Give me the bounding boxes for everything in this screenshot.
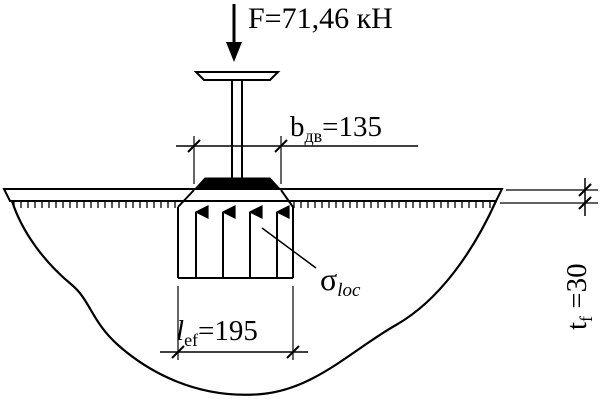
support-body-outline xyxy=(10,200,498,396)
stress-arrows xyxy=(194,205,290,278)
force-label: F=71,46 кН xyxy=(248,2,393,35)
beam-top-flange xyxy=(193,71,281,81)
beam-web xyxy=(231,80,243,178)
stress-leader xyxy=(261,227,317,269)
beam-width-dimension xyxy=(176,136,418,184)
bearing-zone xyxy=(177,189,294,279)
flange-thickness-dimension xyxy=(500,178,598,216)
supporting-flange xyxy=(2,188,504,202)
effective-length-dimension xyxy=(160,286,308,360)
surface-hatching xyxy=(13,201,491,208)
force-arrow xyxy=(226,4,242,62)
beam-width-label: bдв=135 xyxy=(290,111,382,146)
effective-length-label: lef=195 xyxy=(176,315,258,350)
flange-thickness-label: tf =30 xyxy=(561,263,596,330)
stress-label: σloc xyxy=(320,261,361,301)
